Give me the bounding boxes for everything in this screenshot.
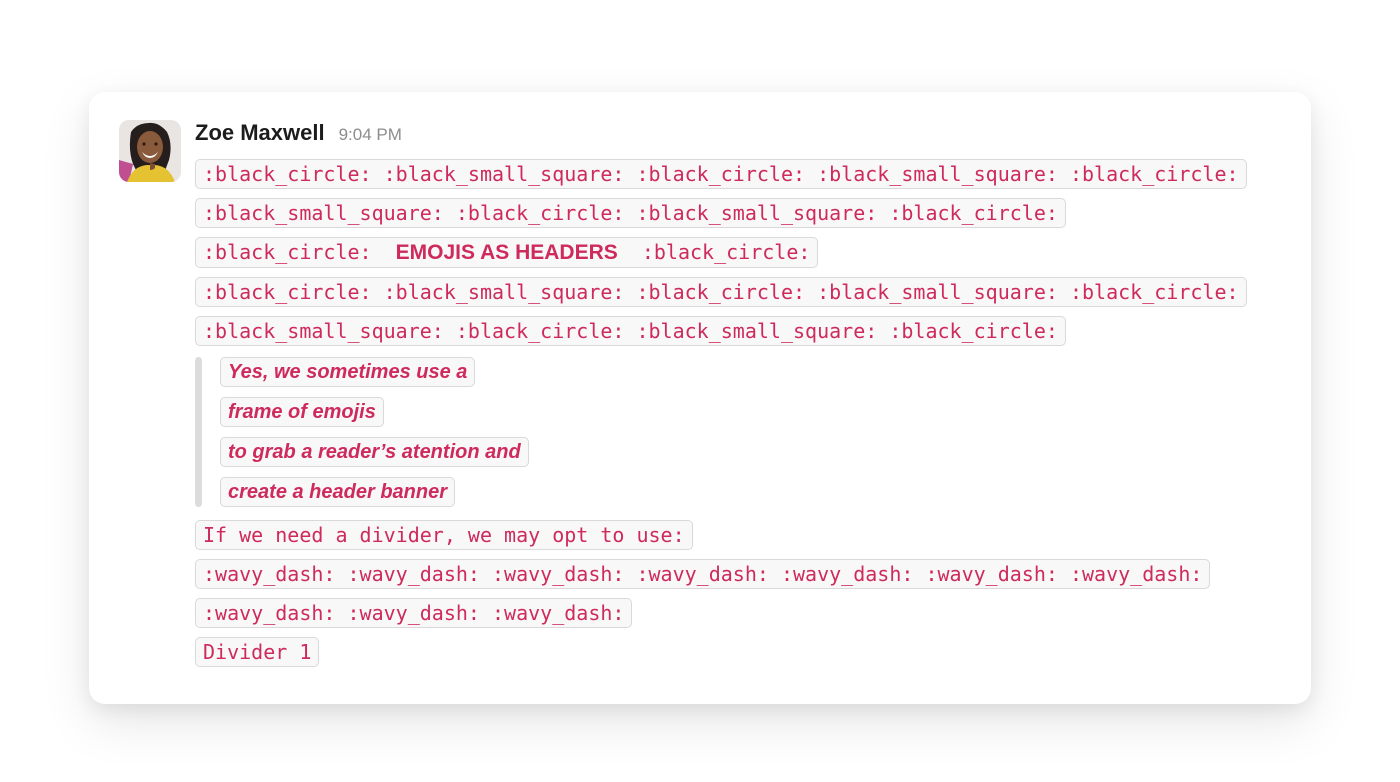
inline-code: :black_circle: :black_small_square: :bla… [195,277,1247,307]
inline-code: :black_small_square: :black_circle: :bla… [195,316,1066,346]
timestamp[interactable]: 9:04 PM [338,125,402,144]
inline-code: Divider 1 [195,637,320,667]
quote-line: to grab a reader’s atention and [220,437,529,467]
blockquote-bar [195,357,202,507]
avatar[interactable] [119,120,181,182]
bold-header-text: EMOJIS AS HEADERS [395,241,618,264]
code-segment: :black_circle: [203,240,396,264]
message-content: Zoe Maxwell 9:04 PM :black_circle: :blac… [195,120,1281,676]
avatar-illustration [119,120,181,182]
message-body: :black_circle: :black_small_square: :bla… [195,159,1281,667]
author-name[interactable]: Zoe Maxwell [195,120,325,145]
inline-code: If we need a divider, we may opt to use: [195,520,693,550]
inline-code: :black_circle: EMOJIS AS HEADERS :black_… [195,237,819,268]
inline-code: :wavy_dash: :wavy_dash: :wavy_dash: :wav… [195,559,1211,589]
inline-code: :black_circle: :black_small_square: :bla… [195,159,1247,189]
quote-line: Yes, we sometimes use a [220,357,476,387]
blockquote: Yes, we sometimes use a frame of emojis to… [195,357,1281,507]
quote-line: create a header banner [220,477,455,507]
message-header: Zoe Maxwell 9:04 PM [195,120,1281,148]
quote-line: frame of emojis [220,397,384,427]
blockquote-lines: Yes, we sometimes use a frame of emojis to… [220,357,529,507]
inline-code: :black_small_square: :black_circle: :bla… [195,198,1066,228]
message-card: Zoe Maxwell 9:04 PM :black_circle: :blac… [89,92,1311,704]
inline-code: :wavy_dash: :wavy_dash: :wavy_dash: [195,598,633,628]
code-segment: :black_circle: [617,240,811,264]
